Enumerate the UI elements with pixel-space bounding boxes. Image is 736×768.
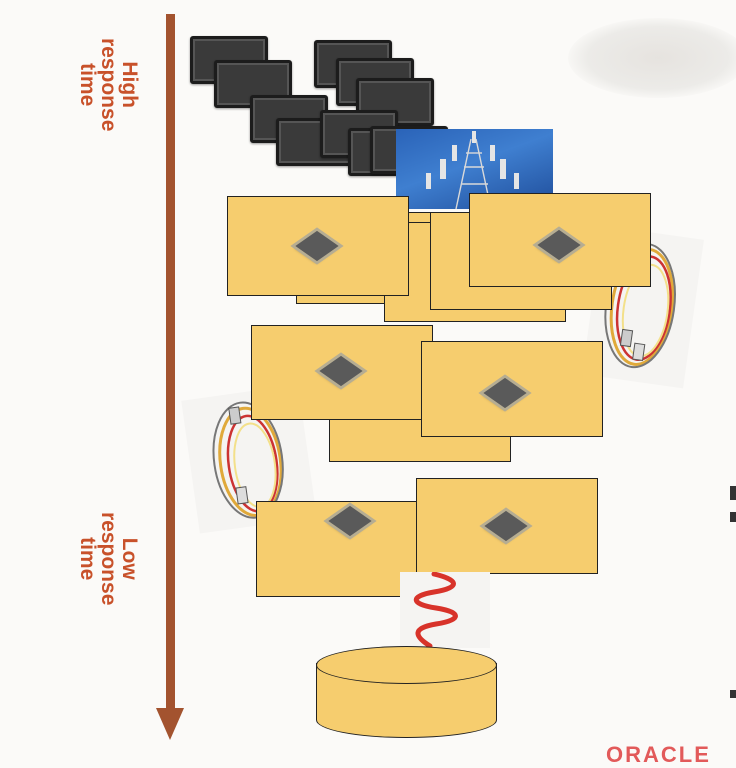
- server-box: [469, 193, 651, 287]
- label-line: response: [97, 38, 120, 132]
- clipped-text-mark: [730, 486, 736, 500]
- label-line: time: [76, 63, 99, 107]
- cpu-chip-icon: [537, 229, 581, 261]
- cpu-chip-icon: [328, 505, 372, 537]
- server-box: [416, 478, 598, 574]
- database-cylinder-top: [316, 646, 497, 684]
- response-time-arrow-head: [156, 708, 184, 740]
- decorative-blob: [568, 18, 736, 98]
- low-response-time-label: Low response time: [76, 512, 141, 606]
- label-line: response: [97, 512, 120, 606]
- label-line: time: [76, 537, 99, 581]
- high-response-time-label: High response time: [76, 38, 141, 132]
- label-line: Low: [118, 537, 141, 580]
- server-box: [251, 325, 433, 420]
- server-box: [227, 196, 409, 296]
- cpu-chip-icon: [319, 355, 363, 387]
- cpu-chip-icon: [483, 377, 527, 409]
- clipped-text-mark: [730, 690, 736, 698]
- coiled-cable-icon: [400, 571, 490, 649]
- cpu-chip-icon: [484, 510, 528, 542]
- cpu-chip-icon: [295, 230, 339, 262]
- oracle-logo: ORACLE: [606, 742, 711, 767]
- label-line: High: [118, 61, 141, 109]
- server-box: [421, 341, 603, 437]
- clipped-text-mark: [730, 512, 736, 522]
- response-time-arrow-shaft: [166, 14, 175, 714]
